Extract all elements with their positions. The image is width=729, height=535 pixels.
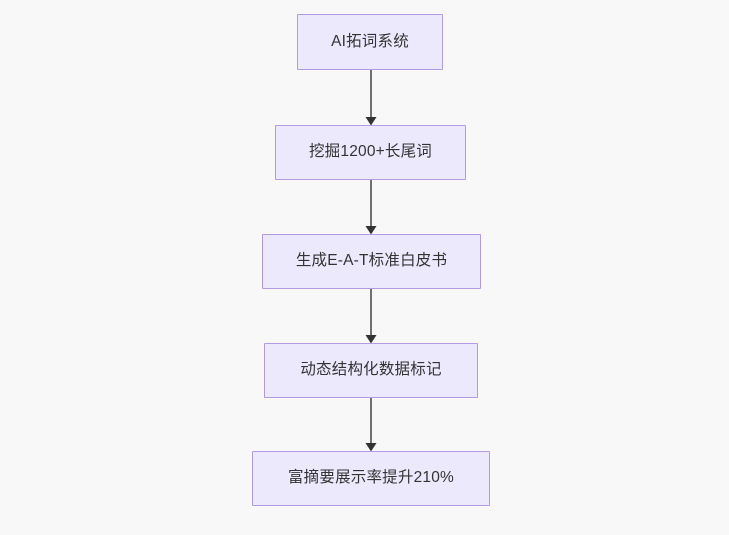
edge-n2-to-n3: [365, 178, 377, 235]
arrowhead-icon: [365, 443, 377, 452]
edge-n4-to-n5: [365, 396, 377, 452]
arrowhead-icon: [365, 117, 377, 126]
edge-n1-to-n2: [365, 68, 377, 126]
arrowhead-icon: [365, 335, 377, 344]
flow-node-label: 生成E-A-T标准白皮书: [295, 252, 448, 270]
flow-node-dynamic-structured-data-markup[interactable]: 动态结构化数据标记: [264, 343, 478, 398]
flow-node-label: 挖掘1200+长尾词: [308, 143, 433, 161]
flow-node-label: 动态结构化数据标记: [300, 361, 442, 379]
flow-node-generate-eat-whitepaper[interactable]: 生成E-A-T标准白皮书: [262, 234, 481, 289]
flow-node-label: AI拓词系统: [331, 32, 409, 50]
edge-n3-to-n4: [365, 287, 377, 344]
flow-node-ai-keyword-system[interactable]: AI拓词系统: [297, 14, 443, 70]
flow-node-label: 富摘要展示率提升210%: [287, 469, 455, 487]
flow-node-rich-snippet-rate-increase[interactable]: 富摘要展示率提升210%: [252, 451, 490, 506]
flow-node-mine-longtail-keywords[interactable]: 挖掘1200+长尾词: [275, 125, 466, 180]
arrowhead-icon: [365, 226, 377, 235]
